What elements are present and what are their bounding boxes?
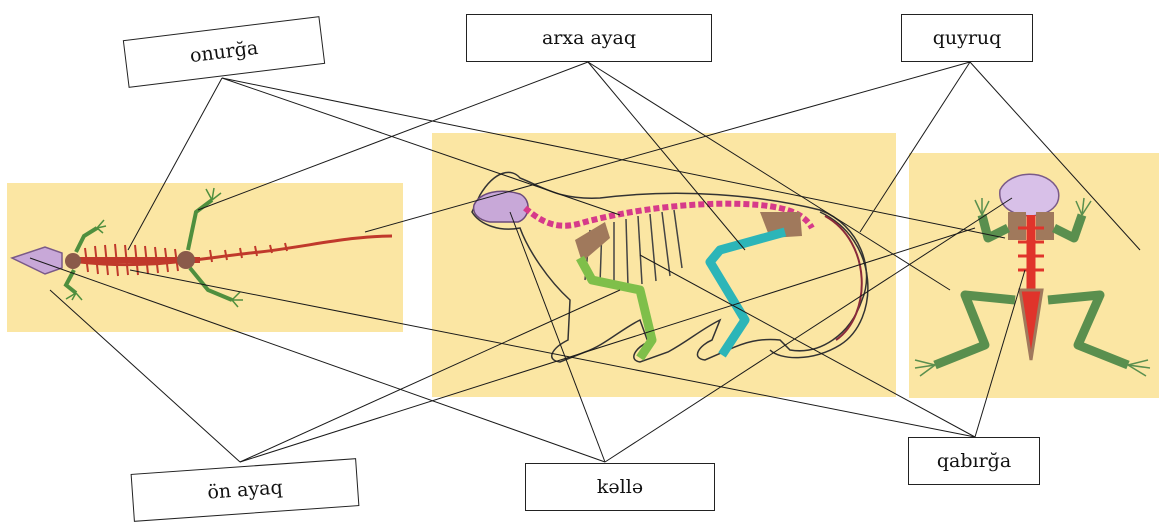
cat-skull [474, 191, 528, 222]
lizard-skeleton [12, 188, 392, 307]
label-hind-leg: arxa ayaq [466, 14, 712, 62]
cat-hind-leg [710, 232, 785, 355]
label-skull: kəllə [525, 463, 715, 511]
frog-skeleton [915, 174, 1150, 376]
label-tail: quyruq [901, 14, 1033, 62]
label-ribs: qabırğa [908, 437, 1040, 485]
frog-skull [1000, 174, 1059, 216]
